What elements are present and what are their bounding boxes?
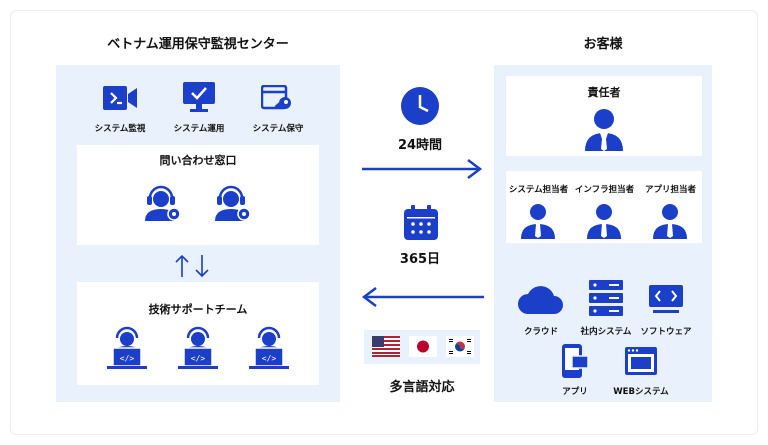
svg-text:</>: </> <box>120 354 135 363</box>
system-label-internal: 社内システム <box>580 327 632 337</box>
days-label: 365日 <box>399 252 441 267</box>
up-down-arrows-icon <box>170 253 214 279</box>
system-label-cloud: クラウド <box>523 327 558 337</box>
manager-card: 責任者 <box>506 76 702 156</box>
developer-laptop-icon: </> <box>105 326 149 372</box>
clock-icon <box>400 86 440 126</box>
japan-flag-icon <box>409 336 437 357</box>
role-label-app: アプリ担当者 <box>644 185 696 195</box>
support-team-title: 技術サポートチーム <box>148 303 248 316</box>
inquiry-desk-title: 問い合わせ窓口 <box>159 154 237 167</box>
arrow-left-icon <box>360 286 484 308</box>
developer-laptop-icon: </> <box>176 326 220 372</box>
service-label-maintenance: システム保守 <box>252 124 304 134</box>
system-label-web: WEBシステム <box>613 387 669 397</box>
hours-label: 24時間 <box>397 138 443 153</box>
web-browser-icon <box>625 347 657 375</box>
staff-card: システム担当者 インフラ担当者 アプリ担当者 <box>506 171 702 243</box>
operator-headset-icon <box>141 181 183 223</box>
cloud-icon <box>518 283 564 315</box>
calendar-icon <box>403 205 439 241</box>
staff-person-icon <box>521 203 555 239</box>
service-label-monitoring: システム監視 <box>94 124 146 134</box>
staff-person-icon <box>587 203 621 239</box>
role-label-system: システム担当者 <box>508 185 569 195</box>
manager-title: 責任者 <box>587 86 621 99</box>
smartphone-icon <box>560 344 590 380</box>
diagram-frame <box>10 10 758 435</box>
flags-panel <box>364 330 480 364</box>
manager-person-icon <box>585 107 623 151</box>
svg-text:</>: </> <box>191 354 206 363</box>
right-title: お客様 <box>583 37 623 52</box>
system-label-software: ソフトウェア <box>640 327 692 337</box>
left-title: ベトナム運用保守監視センター <box>107 37 289 52</box>
operator-headset-icon <box>211 181 253 223</box>
inquiry-desk-card: 問い合わせ窓口 <box>77 145 319 245</box>
monitor-check-icon <box>183 82 215 114</box>
monitor-camera-icon <box>103 85 137 111</box>
server-icon <box>589 280 623 316</box>
languages-label: 多言語対応 <box>389 380 455 395</box>
korea-flag-icon <box>446 336 474 357</box>
developer-laptop-icon: </> <box>247 326 291 372</box>
us-flag-icon <box>372 336 400 357</box>
operations-center-panel: システム監視 システム運用 システム保守 問い合わせ窓口 <box>56 65 340 402</box>
role-label-infra: インフラ担当者 <box>574 185 635 195</box>
service-label-operation: システム運用 <box>173 124 225 134</box>
svg-text:</>: </> <box>262 354 277 363</box>
system-label-app: アプリ <box>562 387 588 397</box>
software-window-icon <box>649 285 683 315</box>
staff-person-icon <box>653 203 687 239</box>
support-team-card: 技術サポートチーム </> </> <box>77 282 319 385</box>
customer-panel: 責任者 システム担当者 インフラ担当者 アプリ担当者 <box>494 65 712 402</box>
arrow-right-icon <box>362 158 484 180</box>
window-wrench-icon <box>261 85 293 113</box>
